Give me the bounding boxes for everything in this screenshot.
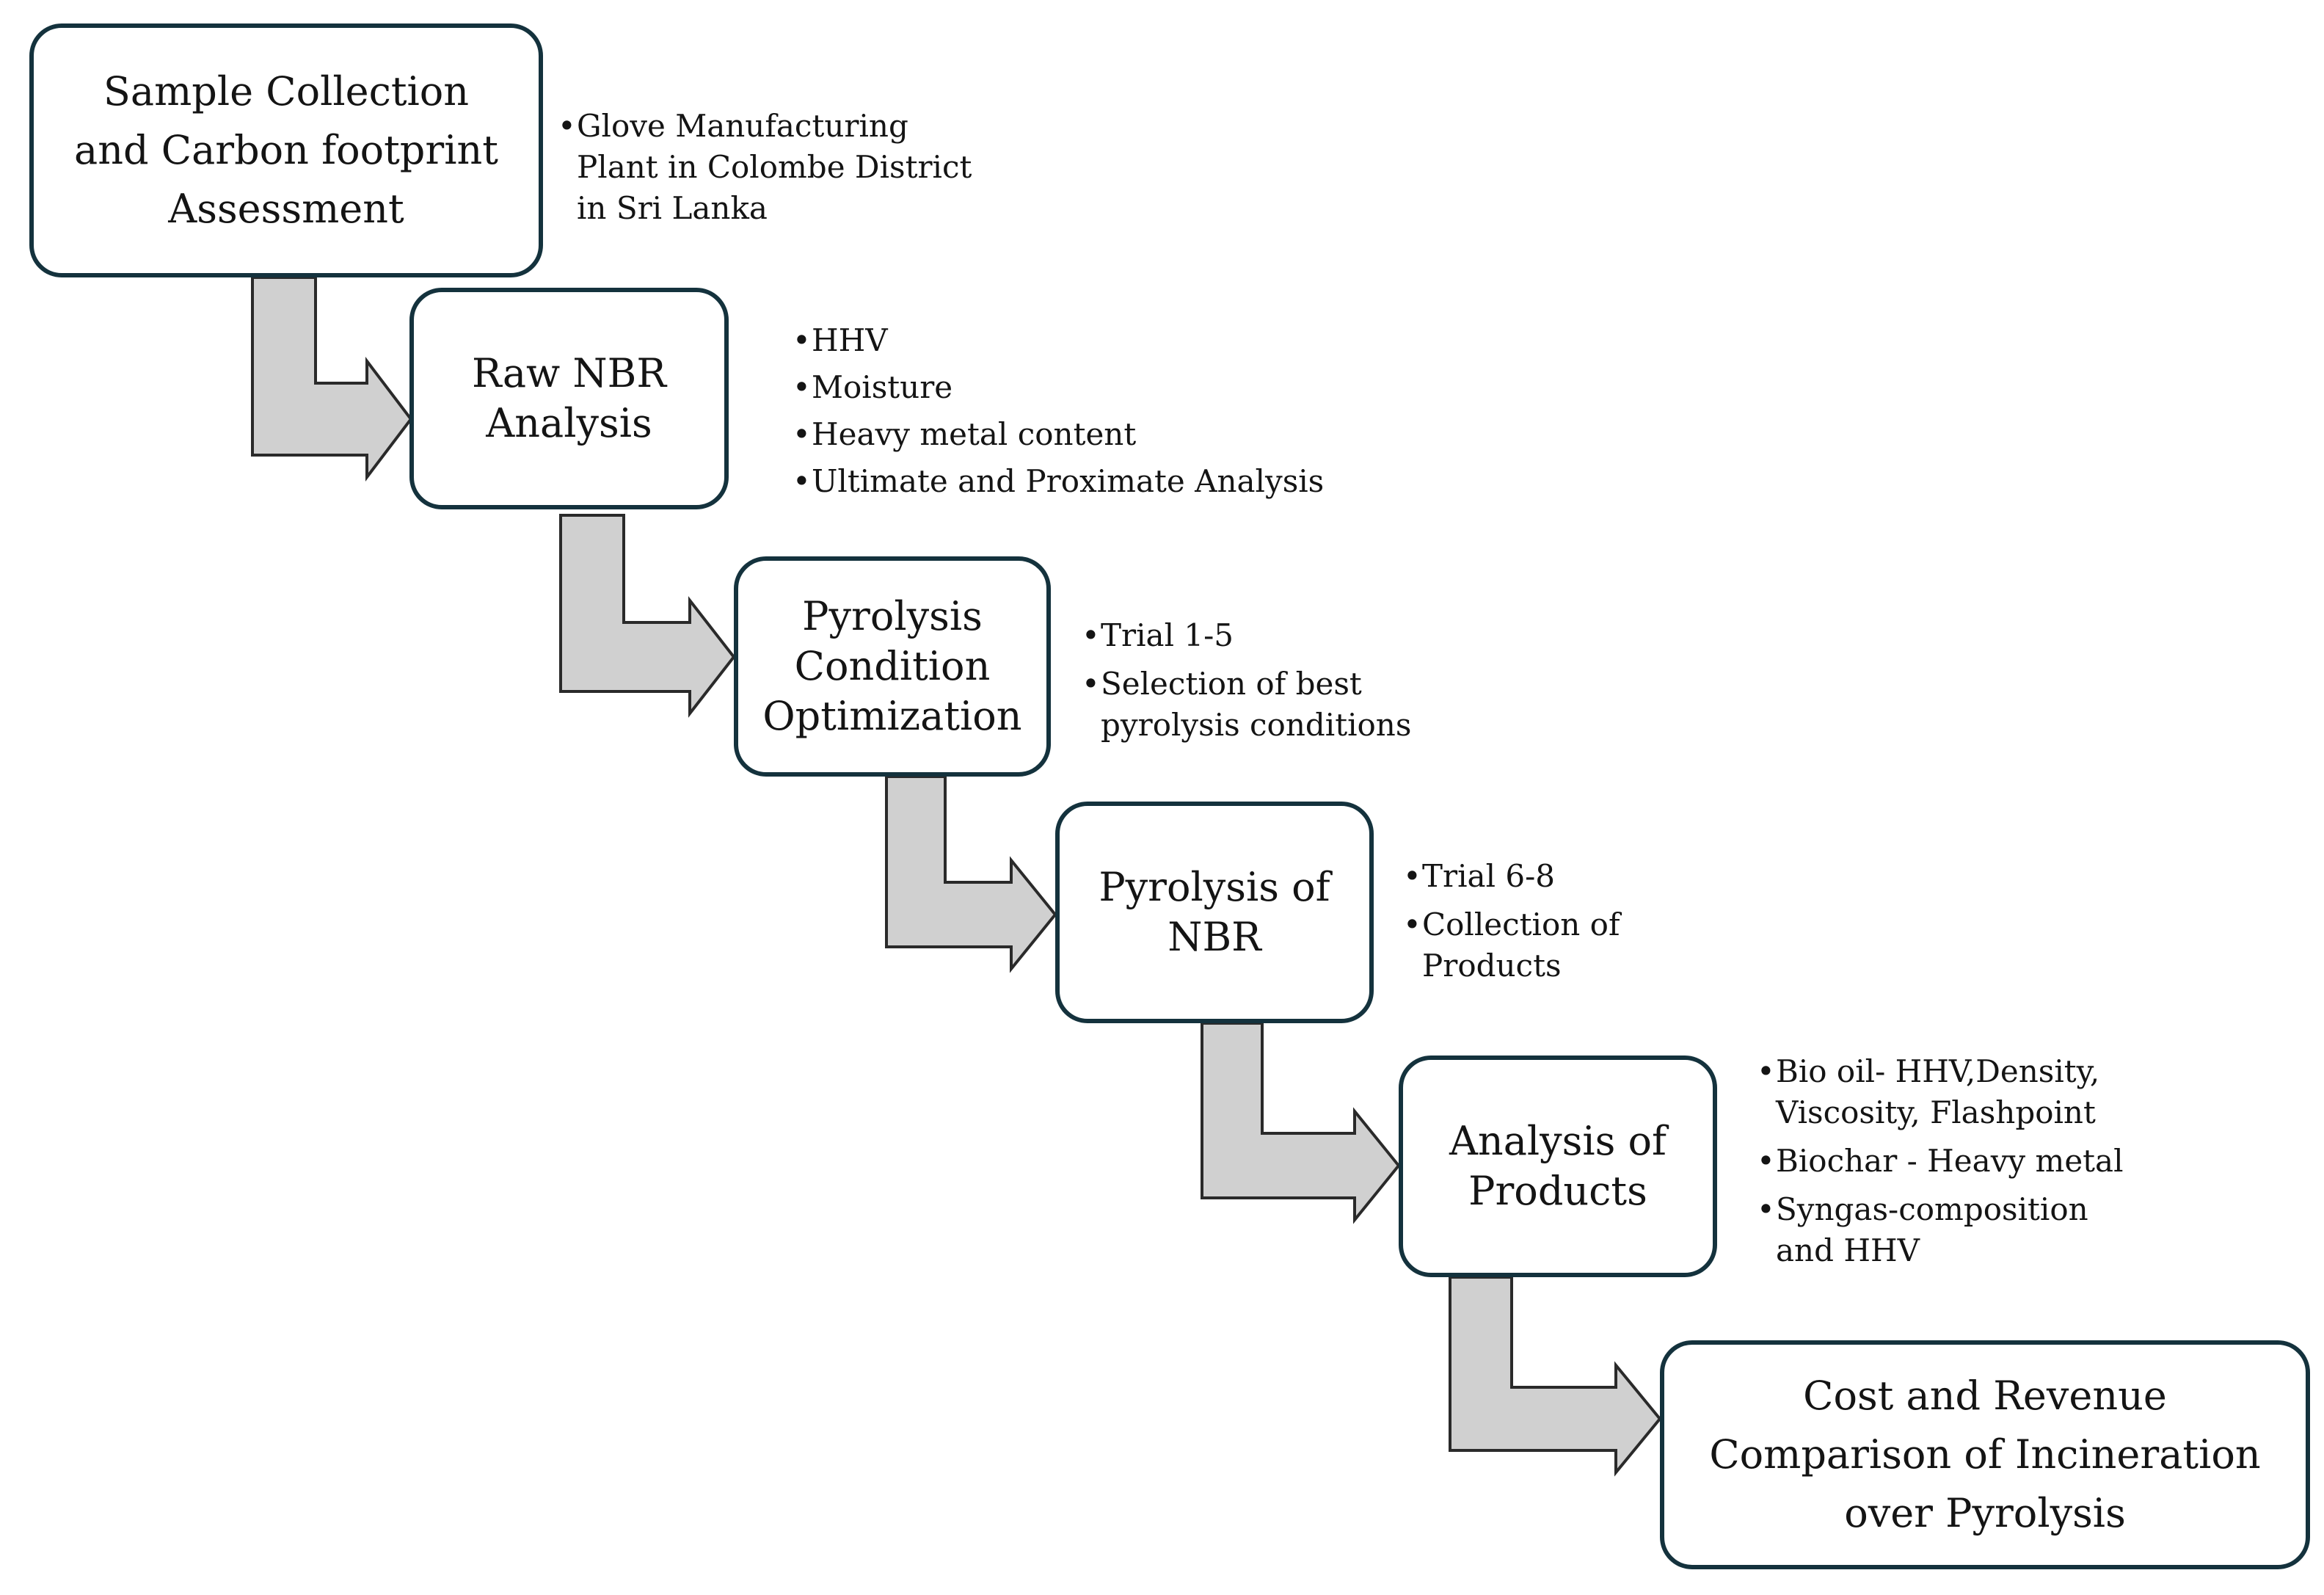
note-bullet: Moisture — [793, 364, 1324, 411]
note-bullet: Trial 1-5 — [1082, 615, 1411, 656]
step-title-line: Sample Collection — [103, 68, 470, 115]
note-bullet: Biochar - Heavy metal — [1757, 1141, 2124, 1182]
note-text-line: Syngas-composition — [1776, 1191, 2088, 1227]
note-bullet: HHV — [793, 317, 1324, 364]
note-text-line: Trial 6-8 — [1422, 858, 1555, 894]
note-bullet: Heavy metal content — [793, 411, 1324, 458]
step-notes-2: HHV MoistureHeavy metal contentUltimate a… — [793, 317, 1324, 505]
step-title-line: and Carbon footprint — [74, 127, 498, 173]
flow-arrow-1 — [251, 276, 413, 482]
note-text-line: Products — [1422, 948, 1562, 984]
step-notes-5: Bio oil- HHV,Density, Viscosity, Flashpoi… — [1757, 1051, 2124, 1271]
note-text-line: Heavy metal content — [812, 416, 1137, 452]
note-text-line: Trial 1-5 — [1101, 617, 1234, 653]
step-title-line: NBR — [1168, 914, 1261, 960]
note-text-line: Biochar - Heavy metal — [1776, 1143, 2124, 1179]
note-text-line: pyrolysis conditions — [1101, 707, 1412, 743]
step-title-line: Products — [1468, 1168, 1647, 1214]
flow-arrow-4 — [1201, 1022, 1401, 1224]
note-text-line: Glove Manufacturing — [577, 108, 908, 144]
note-bullet: Selection of best pyrolysis conditions — [1082, 664, 1411, 746]
note-text-line: HHV — [812, 322, 888, 358]
note-text-line: Collection of — [1422, 907, 1620, 942]
note-text-line: Bio oil- HHV,Density, — [1776, 1053, 2100, 1089]
note-bullet: Bio oil- HHV,Density, Viscosity, Flashpoi… — [1757, 1051, 2124, 1133]
note-text-line: Viscosity, Flashpoint — [1776, 1094, 2096, 1130]
step-title-line: Assessment — [168, 186, 404, 232]
step-title-line: Analysis — [486, 400, 652, 446]
step-title-line: Optimization — [762, 693, 1022, 739]
step-notes-3: Trial 1-5Selection of best pyrolysis cond… — [1082, 615, 1411, 746]
flow-arrow-5 — [1449, 1276, 1662, 1477]
step-notes-4: Trial 6-8Collection of Products — [1403, 856, 1620, 987]
note-bullet: Trial 6-8 — [1403, 856, 1620, 897]
note-text-line: Moisture — [812, 369, 953, 405]
step-title-line: Raw NBR — [471, 350, 667, 396]
note-text-line: Plant in Colombe District — [577, 149, 972, 185]
note-text-line: Ultimate and Proximate Analysis — [812, 463, 1325, 499]
step-title-line: Pyrolysis of — [1099, 864, 1330, 910]
step-title-line: Analysis of — [1449, 1118, 1667, 1164]
flow-arrow-3 — [885, 775, 1057, 973]
note-bullet: Collection of Products — [1403, 904, 1620, 987]
flow-arrow-2 — [559, 514, 736, 718]
step-title-line: over Pyrolysis — [1844, 1490, 2126, 1536]
note-text-line: Selection of best — [1101, 666, 1362, 702]
note-text-line: in Sri Lanka — [577, 190, 768, 226]
step-title-line: Pyrolysis — [802, 593, 983, 639]
step-title-line: Cost and Revenue — [1803, 1373, 2167, 1419]
note-bullet: Ultimate and Proximate Analysis — [793, 458, 1324, 505]
step-title-line: Condition — [794, 643, 991, 689]
note-text-line: and HHV — [1776, 1232, 1920, 1268]
note-bullet: Syngas-composition and HHV — [1757, 1189, 2124, 1271]
step-title-line: Comparison of Incineration — [1709, 1431, 2261, 1478]
